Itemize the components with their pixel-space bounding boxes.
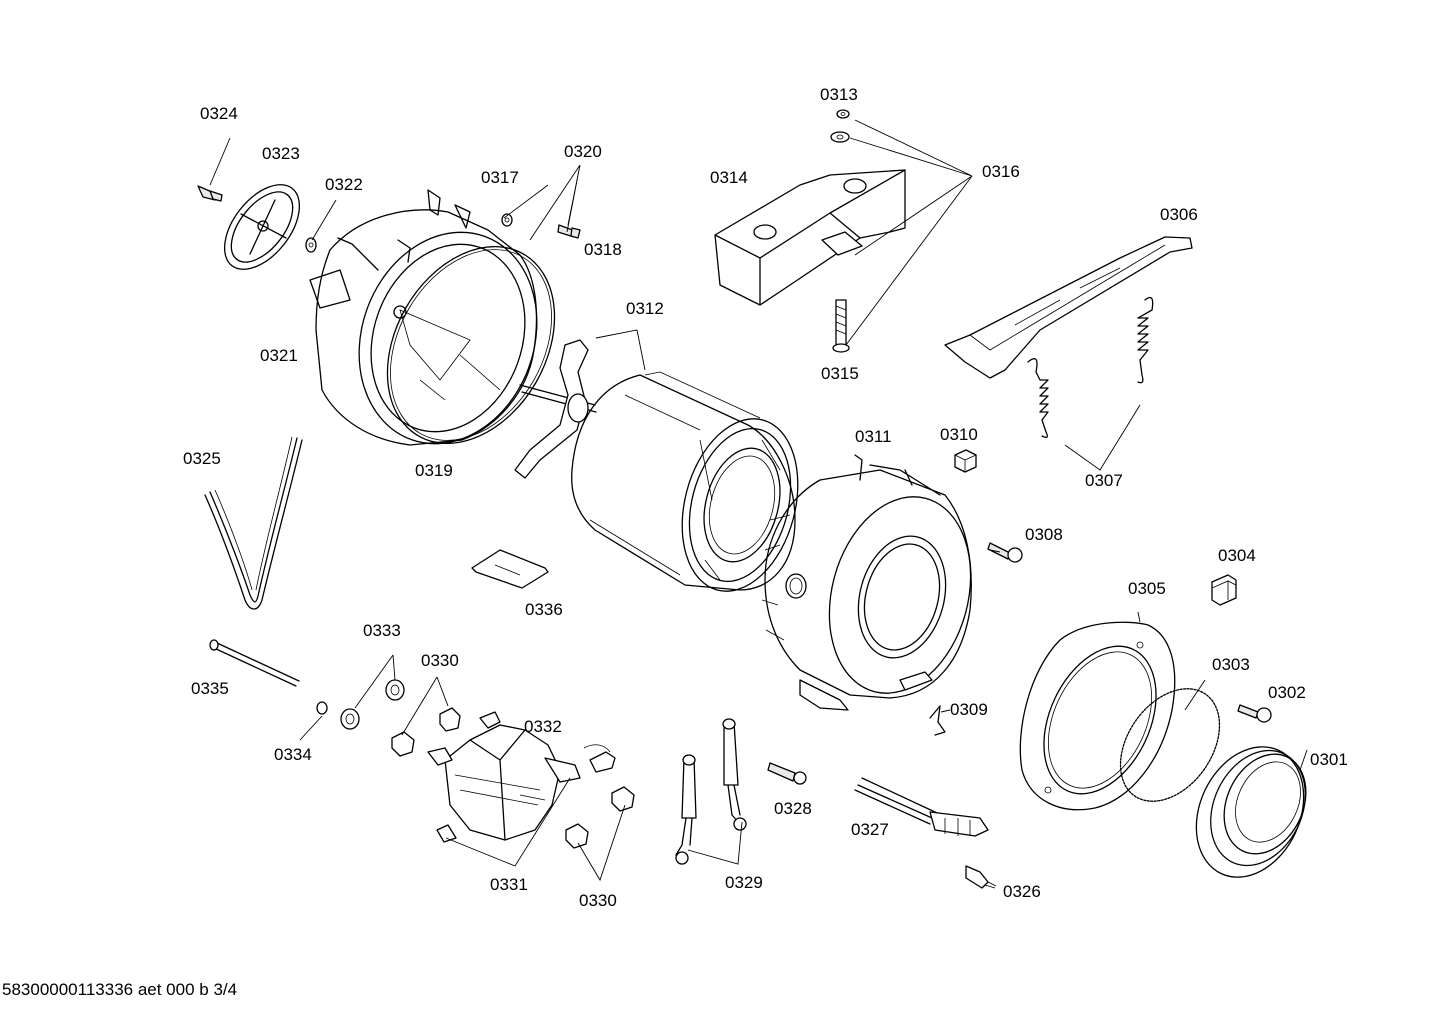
label-0309: 0309: [950, 700, 988, 719]
label-0332: 0332: [524, 717, 562, 736]
label-0316: 0316: [982, 162, 1020, 181]
part-0317-nut: [501, 213, 513, 227]
part-0325-belt: [204, 436, 303, 610]
part-0301-door-seal-ring: [1195, 746, 1307, 878]
part-0330-rubber-b: [439, 707, 461, 732]
label-0331: 0331: [490, 875, 528, 894]
label-0305: 0305: [1128, 579, 1166, 598]
label-0325: 0325: [183, 449, 221, 468]
label-0330-lower: 0330: [579, 891, 617, 910]
part-0329-shock-absorber-b: [722, 718, 747, 831]
part-labels: 0301 0302 0303 0304 0305 0306 0307 0308 …: [183, 85, 1348, 910]
part-0336-plate: [471, 549, 549, 589]
part-0307-springs: [1027, 296, 1154, 438]
leader-lines: [209, 119, 1308, 889]
part-0322-washer: [305, 237, 317, 253]
part-drum-shaft-bracket: [514, 339, 597, 479]
label-0333: 0333: [363, 621, 401, 640]
label-0303: 0303: [1212, 655, 1250, 674]
part-0332-brush: [583, 744, 616, 773]
part-0334-nut: [316, 701, 328, 715]
part-0306-brace: [944, 236, 1193, 379]
part-0326-sensor: [965, 865, 997, 889]
part-0328-screw: [767, 762, 807, 785]
label-0330-upper: 0330: [421, 651, 459, 670]
part-0316-clamp: [821, 231, 863, 256]
part-0333-bushing-b: [385, 679, 405, 701]
part-0304-block: [1211, 574, 1237, 606]
part-0305-front-weight: [1019, 621, 1176, 811]
label-0324: 0324: [200, 104, 238, 123]
part-0314-counterweight: [714, 169, 906, 306]
part-0329-shock-absorber-a: [675, 754, 697, 865]
label-0329: 0329: [725, 873, 763, 892]
part-0309-clip: [929, 705, 946, 736]
label-0313: 0313: [820, 85, 858, 104]
label-0327: 0327: [851, 820, 889, 839]
label-0304: 0304: [1218, 546, 1256, 565]
label-0328: 0328: [774, 799, 812, 818]
label-0326: 0326: [1003, 882, 1041, 901]
part-0315-bolt: [832, 299, 850, 353]
label-0320: 0320: [564, 142, 602, 161]
part-0330-rubber-a: [391, 731, 415, 757]
label-0301: 0301: [1310, 750, 1348, 769]
part-0330-rubber-c: [565, 823, 589, 849]
label-0318: 0318: [584, 240, 622, 259]
part-0318-screw: [557, 224, 581, 239]
part-0310-block: [954, 449, 977, 473]
part-0335-long-bolt: [209, 639, 300, 687]
label-0319: 0319: [415, 461, 453, 480]
label-0306: 0306: [1160, 205, 1198, 224]
part-0316-washer: [830, 131, 850, 143]
part-0324-screw: [197, 185, 223, 202]
part-0311-front-tub: [761, 454, 972, 711]
label-0335: 0335: [191, 679, 229, 698]
label-0308: 0308: [1025, 525, 1063, 544]
label-0310: 0310: [940, 425, 978, 444]
label-0314: 0314: [710, 168, 748, 187]
label-0315: 0315: [821, 364, 859, 383]
document-code: 58300000113336 aet 000 b 3/4: [2, 980, 238, 999]
part-0319-ring: [386, 245, 556, 445]
part-0312-drum: [571, 371, 799, 592]
part-0323-pulley: [223, 184, 301, 270]
label-0317: 0317: [481, 168, 519, 187]
part-0321-rear-tub: [309, 189, 538, 446]
label-0307: 0307: [1085, 471, 1123, 490]
part-0303-spring-ring: [1119, 688, 1221, 802]
part-0330-rubber-d: [611, 786, 635, 812]
label-0312: 0312: [626, 299, 664, 318]
label-0302: 0302: [1268, 683, 1306, 702]
part-0308-screw: [987, 542, 1023, 563]
label-0321: 0321: [260, 346, 298, 365]
label-0311: 0311: [855, 427, 892, 446]
part-0333-bushing-a: [340, 708, 360, 730]
part-0327-heater: [854, 777, 989, 837]
part-0331-motor: [427, 711, 581, 843]
label-0334: 0334: [274, 745, 312, 764]
label-0322: 0322: [325, 175, 363, 194]
part-0313-nut: [836, 109, 850, 119]
label-0323: 0323: [262, 144, 300, 163]
label-0336: 0336: [525, 600, 563, 619]
part-0302-screw: [1237, 704, 1272, 723]
